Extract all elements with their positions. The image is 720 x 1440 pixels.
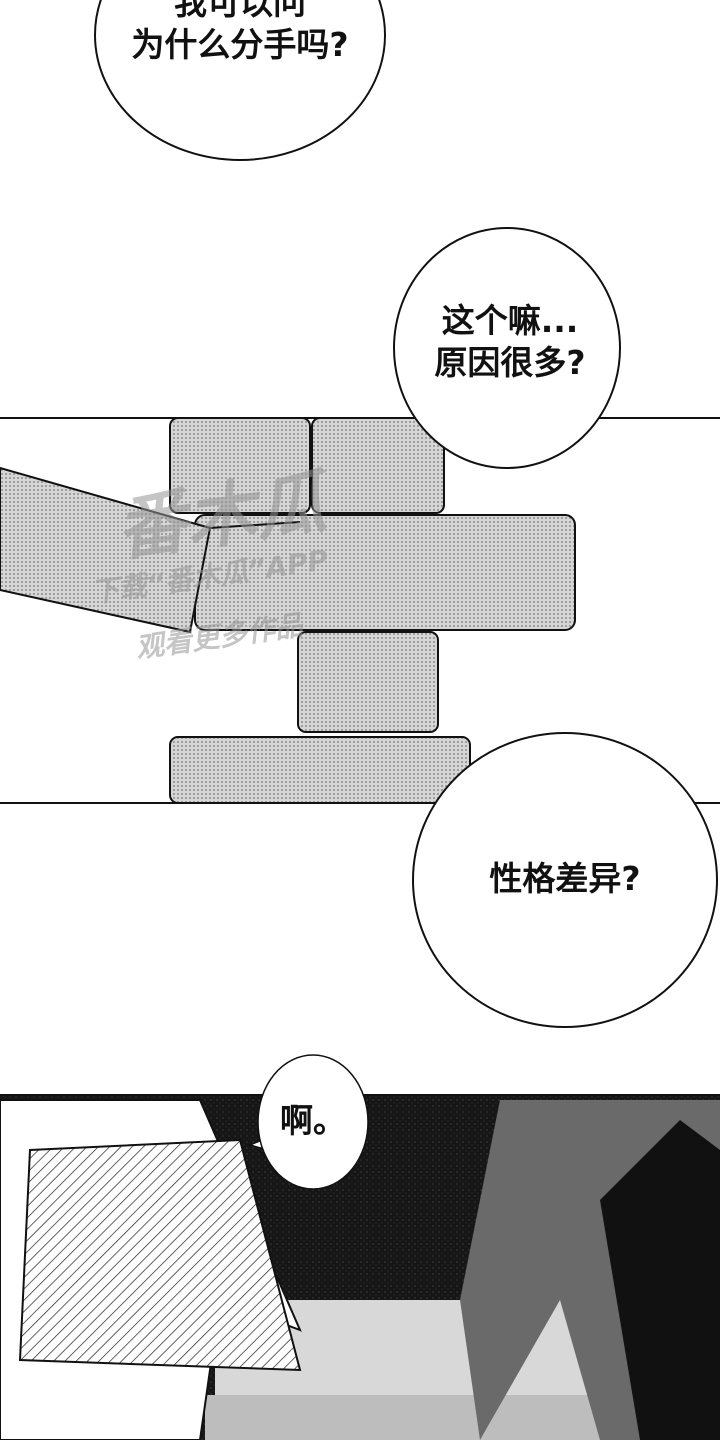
bubble-top-line2: 为什么分手吗? — [131, 25, 349, 64]
bubble-fourth-line1: 啊。 — [280, 1101, 346, 1140]
speech-bubble-top — [94, 0, 386, 161]
bubble-second-line1: 这个嘛... — [441, 301, 579, 340]
bubble-top-line1: 我可以问 — [174, 0, 306, 22]
panel-blocks — [0, 417, 720, 804]
bubble-second-line2: 原因很多? — [434, 343, 586, 382]
speech-bubble-fourth — [257, 1054, 369, 1190]
bubble-third-line1: 性格差异? — [489, 859, 641, 898]
speech-bubble-third — [412, 732, 718, 1028]
speech-bubble-second — [393, 227, 621, 469]
